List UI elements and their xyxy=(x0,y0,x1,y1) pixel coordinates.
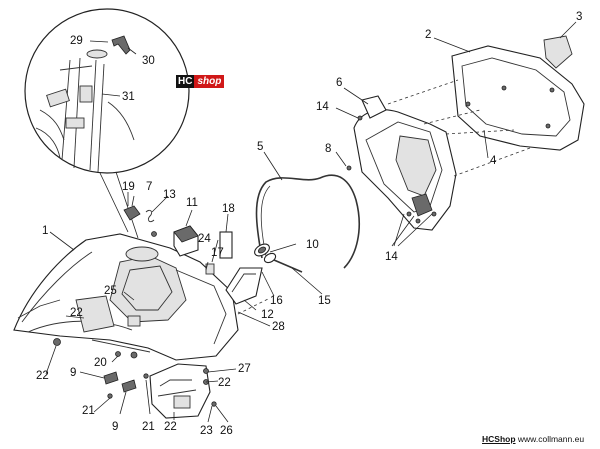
callout-3: 3 xyxy=(576,11,582,23)
callout-9b: 9 xyxy=(112,421,118,433)
callout-25: 25 xyxy=(104,285,117,297)
rosette-part xyxy=(254,243,303,273)
footer-url: www.collmann.eu xyxy=(517,434,585,444)
callout-21b: 21 xyxy=(142,421,155,433)
callout-12: 12 xyxy=(261,309,274,321)
callout-14b: 14 xyxy=(385,251,398,263)
logo-hc-text: HC xyxy=(176,75,195,88)
callout-31: 31 xyxy=(122,91,135,103)
pocket-part xyxy=(225,267,263,305)
callout-4: 4 xyxy=(490,155,497,167)
callout-28: 28 xyxy=(272,321,285,333)
callout-18: 18 xyxy=(222,203,235,215)
callout-17: 17 xyxy=(211,247,224,259)
callout-14a: 14 xyxy=(316,101,329,113)
callout-16: 16 xyxy=(270,295,283,307)
cable-5 xyxy=(255,174,360,269)
small-fittings xyxy=(123,205,157,237)
callout-5: 5 xyxy=(257,141,263,153)
footer-credit: HCShop www.collmann.eu xyxy=(482,434,584,444)
callout-26: 26 xyxy=(220,425,233,437)
callout-21a: 21 xyxy=(82,405,95,417)
callout-27: 27 xyxy=(238,363,251,375)
hcshop-logo: HC shop xyxy=(176,75,225,88)
callout-9a: 9 xyxy=(70,367,76,379)
clips-group xyxy=(103,351,217,407)
callout-22a: 22 xyxy=(36,370,49,382)
callout-10: 10 xyxy=(306,239,319,251)
callout-24: 24 xyxy=(198,233,211,245)
lower-shield-part xyxy=(149,363,211,419)
callout-20: 20 xyxy=(94,357,107,369)
callout-22b: 22 xyxy=(70,307,83,319)
callout-8: 8 xyxy=(325,143,331,155)
callout-30: 30 xyxy=(142,55,155,67)
callout-13: 13 xyxy=(163,189,176,201)
logo-shop-text: shop xyxy=(194,75,225,88)
rear-box-part xyxy=(346,95,457,231)
leader-lines xyxy=(45,21,577,423)
callout-23: 23 xyxy=(200,425,213,437)
callout-22c: 22 xyxy=(218,377,231,389)
callout-11: 11 xyxy=(186,197,198,209)
callout-labels: 1 2 3 4 5 6 7 8 9 9 10 11 12 13 14 14 15… xyxy=(36,11,582,437)
callout-15: 15 xyxy=(318,295,331,307)
leg-shield-part xyxy=(13,233,239,361)
callout-22d: 22 xyxy=(164,421,177,433)
callout-6: 6 xyxy=(336,77,342,89)
footer-brand: HCShop xyxy=(482,434,516,444)
knob-part xyxy=(543,35,573,69)
callout-7: 7 xyxy=(146,181,152,193)
callout-29: 29 xyxy=(70,35,83,47)
relay-box-part xyxy=(173,225,199,257)
callout-1: 1 xyxy=(42,225,48,237)
detail-inset xyxy=(24,8,190,174)
callout-2: 2 xyxy=(425,29,431,41)
cover-panel-part xyxy=(451,45,585,151)
callout-19: 19 xyxy=(122,181,135,193)
